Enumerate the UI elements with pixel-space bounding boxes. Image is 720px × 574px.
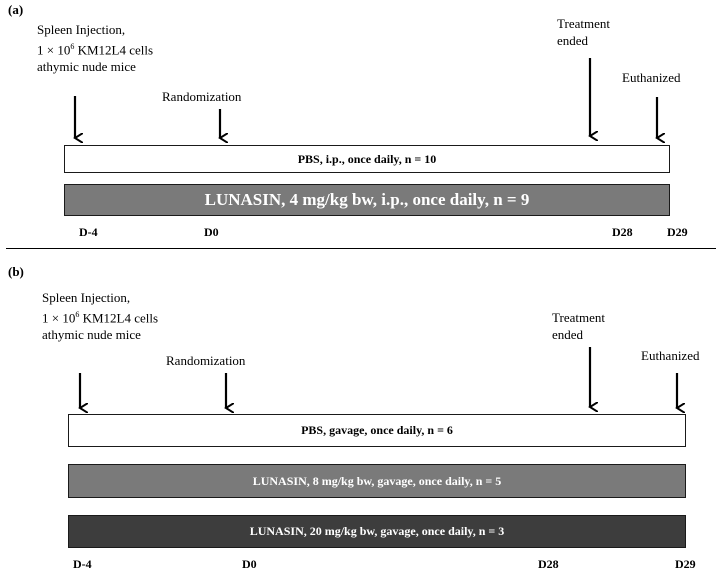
day-label-b-d-4: D-4 <box>73 557 92 571</box>
day-label-a-d28: D28 <box>612 225 633 239</box>
injection-line3-a: athymic nude mice <box>37 59 136 75</box>
panel-label-b: (b) <box>8 264 24 279</box>
group-bar-lunasin-8mg-gavage: LUNASIN, 8 mg/kg bw, gavage, once daily,… <box>68 464 686 498</box>
panel-divider <box>6 248 716 249</box>
randomization-label-a: Randomization <box>162 89 242 104</box>
injection-line3-b: athymic nude mice <box>42 327 141 343</box>
injection-note-b: Spleen Injection, 1 × 106 KM12L4 cells a… <box>42 289 158 343</box>
day-label-b-d0: D0 <box>242 557 257 571</box>
treatment-ended-label-b: Treatment ended <box>552 310 605 342</box>
injection-line2-b: 1 × 106 KM12L4 cells <box>42 310 159 326</box>
day-label-b-d29: D29 <box>675 557 696 571</box>
day-label-a-d-4: D-4 <box>79 225 98 239</box>
group-bar-pbs-ip: PBS, i.p., once daily, n = 10 <box>64 145 670 173</box>
day-label-a-d29: D29 <box>667 225 688 239</box>
treatment-ended-label-a: Treatment ended <box>557 16 610 48</box>
injection-line2-a: 1 × 106 KM12L4 cells <box>37 42 154 58</box>
group-bar-lunasin-4mg-ip: LUNASIN, 4 mg/kg bw, i.p., once daily, n… <box>64 184 670 216</box>
randomization-label-b: Randomization <box>166 353 246 368</box>
day-label-b-d28: D28 <box>538 557 559 571</box>
injection-line1-b: Spleen Injection, <box>42 290 131 305</box>
day-label-a-d0: D0 <box>204 225 219 239</box>
panel-label-a: (a) <box>8 2 24 17</box>
euthanized-label-a: Euthanized <box>622 70 681 85</box>
euthanized-label-b: Euthanized <box>641 348 700 363</box>
group-bar-pbs-gavage: PBS, gavage, once daily, n = 6 <box>68 414 686 447</box>
injection-note-a: Spleen Injection, 1 × 106 KM12L4 cells a… <box>37 21 153 75</box>
injection-line1-a: Spleen Injection, <box>37 22 126 37</box>
group-bar-lunasin-20mg-gavage: LUNASIN, 20 mg/kg bw, gavage, once daily… <box>68 515 686 548</box>
